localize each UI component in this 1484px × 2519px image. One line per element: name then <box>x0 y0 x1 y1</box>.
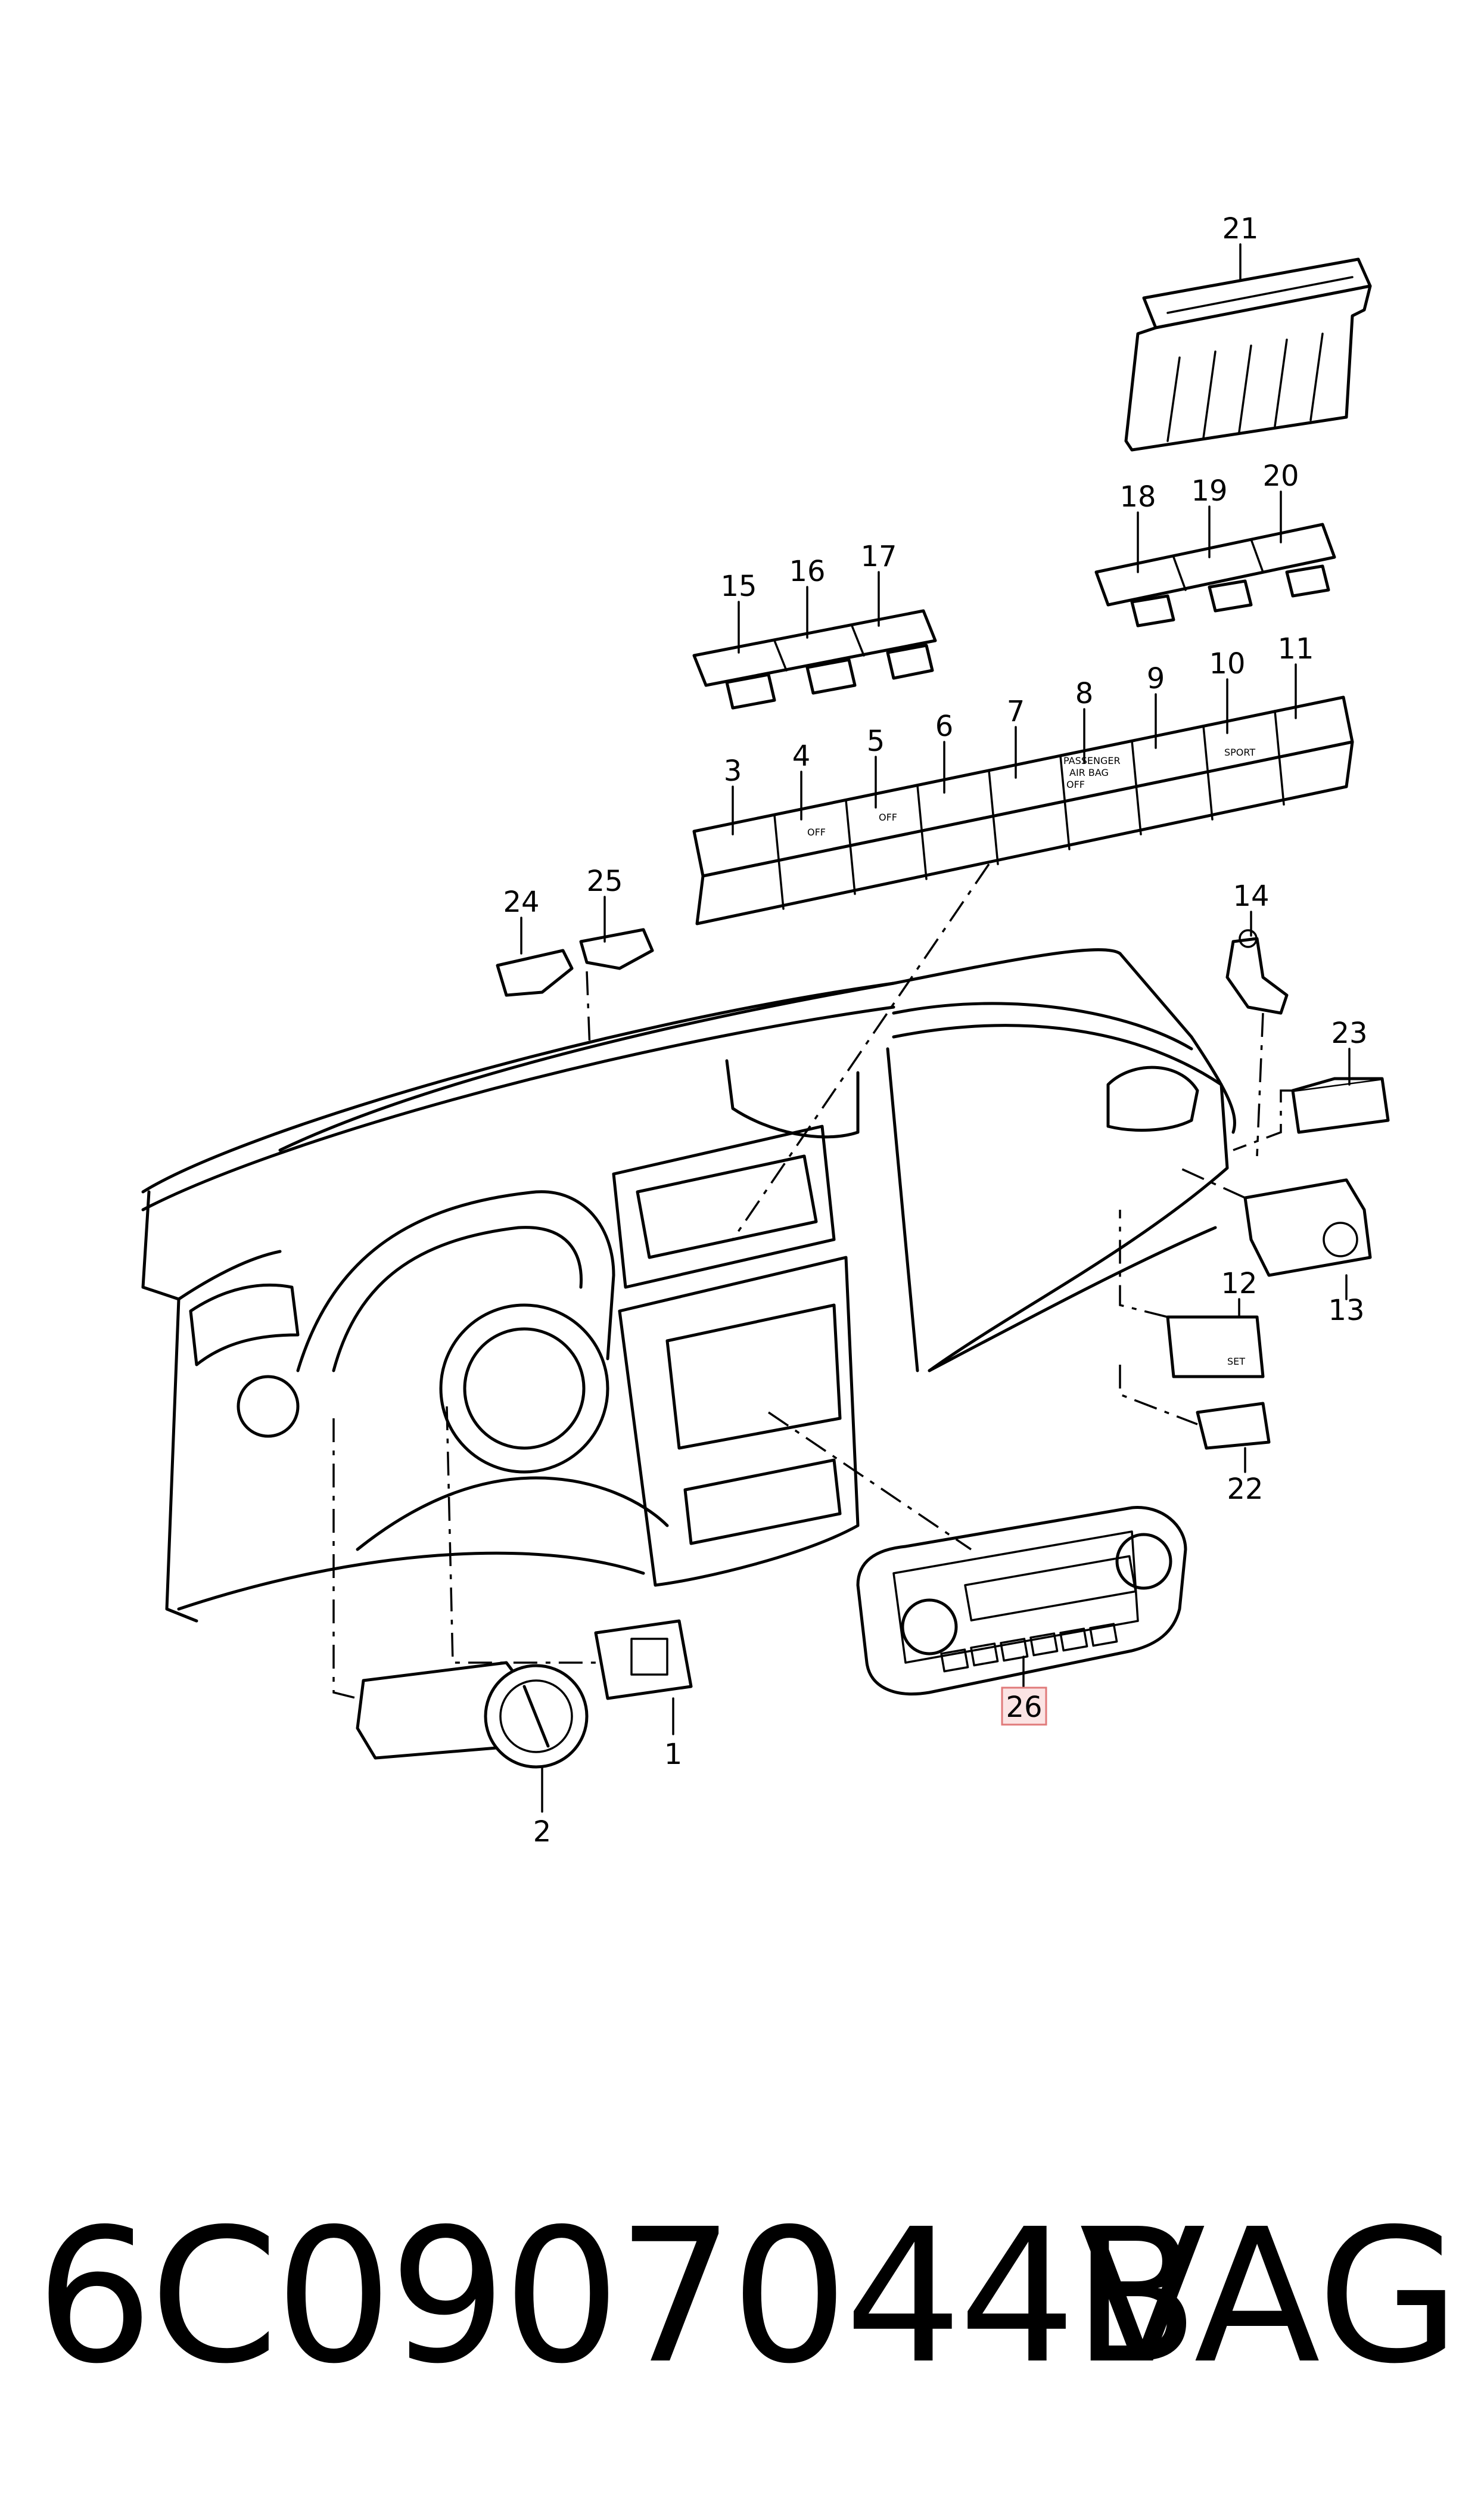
exploded-parts-diagram: OFF OFF PASSENGER AIR BAG OFF SPORT <box>141 212 1390 1849</box>
part-12-switch: SET <box>1166 1315 1265 1378</box>
callout-18: 18 <box>1119 480 1156 514</box>
part-23-switch <box>1291 1077 1390 1134</box>
switch-8-off-label: OFF <box>1066 779 1085 790</box>
switch-4-off-label: OFF <box>807 827 826 838</box>
callout-4: 4 <box>792 740 811 773</box>
switch-8-passenger-label: PASSENGER <box>1063 755 1121 766</box>
part-13-key-switch <box>1243 1178 1372 1277</box>
callout-1: 1 <box>664 1738 683 1771</box>
callout-leaders <box>520 243 1351 1813</box>
callout-23: 23 <box>1331 1017 1367 1050</box>
part-26-climate-control-unit <box>856 1506 1187 1696</box>
part-15-17-switch-blanks <box>692 609 937 710</box>
callout-26-highlight <box>1001 1686 1047 1726</box>
switch-5-off-label: OFF <box>879 812 897 823</box>
callout-8: 8 <box>1075 677 1094 710</box>
part-1-switch <box>594 1619 693 1700</box>
callout-6: 6 <box>935 710 954 743</box>
callout-labels: 21 18 19 20 15 16 17 3 4 5 6 7 8 9 10 11… <box>503 212 1367 1849</box>
part-18-20-switch-blanks <box>1094 523 1336 628</box>
switch-10-sport-label: SPORT <box>1224 747 1255 758</box>
part-24-25-clips <box>496 928 654 997</box>
callout-15: 15 <box>720 570 757 603</box>
callout-20: 20 <box>1262 459 1299 493</box>
callout-7: 7 <box>1007 695 1025 728</box>
assembly-leader-lines <box>332 864 1293 1700</box>
switch-strip-3-11: OFF OFF PASSENGER AIR BAG OFF SPORT <box>692 695 1354 925</box>
callout-16: 16 <box>789 555 825 588</box>
callout-13: 13 <box>1328 1294 1364 1327</box>
callout-24: 24 <box>503 886 539 919</box>
dashboard-panel <box>141 948 1236 1623</box>
callout-3: 3 <box>724 754 742 788</box>
callout-9: 9 <box>1147 662 1165 695</box>
part-21-vent-grille <box>1124 257 1372 452</box>
switch-8-airbag-label: AIR BAG <box>1069 767 1109 778</box>
callout-25: 25 <box>586 865 623 898</box>
callout-2: 2 <box>533 1815 552 1849</box>
callout-17: 17 <box>860 540 897 573</box>
part-2-light-switch <box>356 1661 589 1769</box>
switch-12-set-label: SET <box>1227 1356 1245 1367</box>
callout-10: 10 <box>1209 647 1245 681</box>
callout-26: 26 <box>1006 1691 1042 1724</box>
callout-5: 5 <box>867 725 885 758</box>
callout-19: 19 <box>1191 474 1227 508</box>
callout-12: 12 <box>1221 1267 1257 1300</box>
callout-22: 22 <box>1227 1473 1263 1506</box>
callout-11: 11 <box>1277 632 1314 666</box>
callout-14: 14 <box>1233 880 1269 913</box>
part-number-label: 6C0907044B <box>36 2189 1199 2405</box>
part-22-blank <box>1196 1402 1271 1450</box>
part-14-sensor <box>1225 929 1289 1015</box>
brand-label: VAG <box>1079 2189 1460 2405</box>
callout-21: 21 <box>1222 212 1258 246</box>
